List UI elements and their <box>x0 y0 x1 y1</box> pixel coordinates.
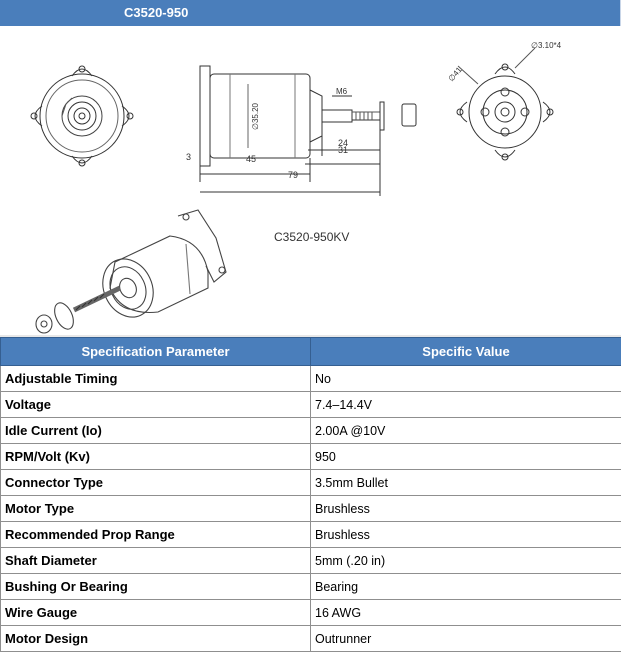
spec-parameter-cell: Adjustable Timing <box>1 366 311 392</box>
spec-value-cell: Brushless <box>311 522 621 548</box>
spec-parameter-cell: Voltage <box>1 392 311 418</box>
spec-parameter-cell: Connector Type <box>1 470 311 496</box>
spec-value-cell: No <box>311 366 621 392</box>
rear-outer-ring <box>469 76 541 148</box>
side-mount-plate <box>200 66 210 166</box>
table-row: Idle Current (Io)2.00A @10V <box>1 418 621 444</box>
spec-value-cell: 7.4–14.4V <box>311 392 621 418</box>
spec-parameter-cell: Idle Current (Io) <box>1 418 311 444</box>
header-spec-parameter: Specification Parameter <box>1 338 311 366</box>
spec-value-cell: Outrunner <box>311 626 621 652</box>
spec-parameter-cell: Shaft Diameter <box>1 548 311 574</box>
front-view <box>31 66 133 166</box>
motor-technical-drawing: M6 ∅35.20 24 3 45 31 79 ∅3.10* <box>0 26 621 337</box>
product-title: C3520-950 <box>124 0 188 26</box>
spec-value-cell: 5mm (.20 in) <box>311 548 621 574</box>
spec-parameter-cell: RPM/Volt (Kv) <box>1 444 311 470</box>
spec-value-cell: 950 <box>311 444 621 470</box>
side-view <box>200 66 416 196</box>
spec-table-header-row: Specification Parameter Specific Value <box>1 338 621 366</box>
spec-parameter-cell: Bushing Or Bearing <box>1 574 311 600</box>
dim-79: 79 <box>288 170 298 180</box>
spec-parameter-cell: Recommended Prop Range <box>1 522 311 548</box>
dim-thread: M6 <box>336 87 348 96</box>
rear-view <box>457 48 553 160</box>
spec-value-cell: Brushless <box>311 496 621 522</box>
dim-diameter: ∅35.20 <box>251 102 260 130</box>
render-motor-body <box>110 236 208 313</box>
spec-value-cell: 2.00A @10V <box>311 418 621 444</box>
motor-3d-rendering <box>36 210 226 333</box>
spec-parameter-cell: Motor Design <box>1 626 311 652</box>
spec-parameter-cell: Motor Type <box>1 496 311 522</box>
spec-value-cell: 16 AWG <box>311 600 621 626</box>
front-outer-ring <box>40 74 124 158</box>
table-row: RPM/Volt (Kv)950 <box>1 444 621 470</box>
spec-table: Specification Parameter Specific Value A… <box>0 337 621 652</box>
title-bar: C3520-950 <box>0 0 621 26</box>
spec-value-cell: 3.5mm Bullet <box>311 470 621 496</box>
dim-45: 45 <box>246 154 256 164</box>
spec-value-cell: Bearing <box>311 574 621 600</box>
header-specific-value: Specific Value <box>311 338 621 366</box>
dim-bolt-circle: ∅41 <box>447 65 464 83</box>
dim-31: 31 <box>338 145 348 155</box>
model-label: C3520-950KV <box>274 230 349 244</box>
dim-hole: ∅3.10*4 <box>531 41 562 50</box>
spec-parameter-cell: Wire Gauge <box>1 600 311 626</box>
dim-3: 3 <box>186 152 191 162</box>
